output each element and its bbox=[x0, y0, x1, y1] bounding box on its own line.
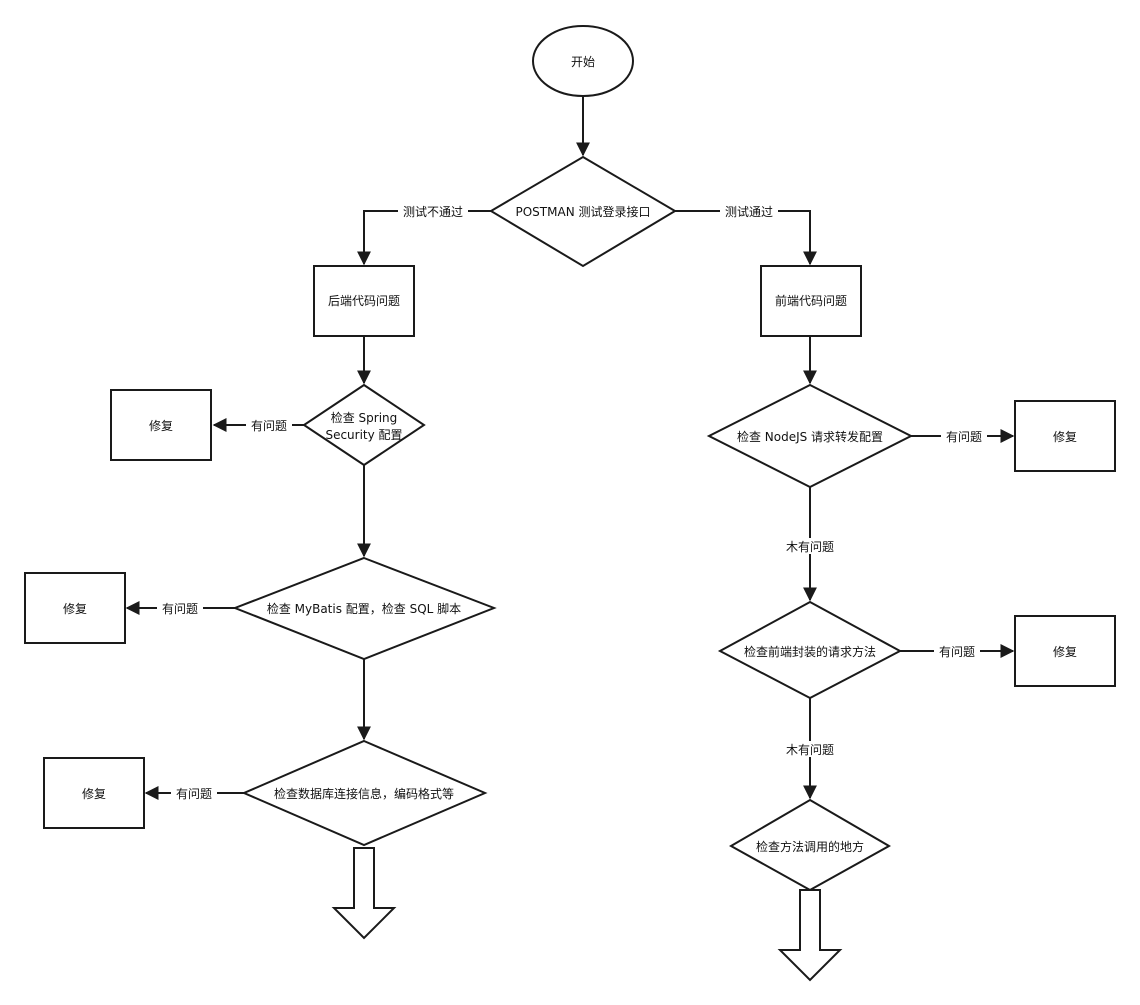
fix-label: 修复 bbox=[1053, 644, 1077, 659]
edge-label-no-issue: 木有问题 bbox=[786, 743, 834, 757]
mybatis-decision: 检查 MyBatis 配置，检查 SQL 脚本 bbox=[232, 556, 497, 661]
start-node: 开始 bbox=[532, 25, 634, 97]
edge-labels: 测试不通过 测试通过 有问题 有问题 有问题 有问题 有问题 木有问题 木有问题 bbox=[157, 203, 987, 801]
callsite-label: 检查方法调用的地方 bbox=[756, 839, 864, 854]
spring-decision: 检查 Spring Security 配置 bbox=[302, 383, 426, 467]
continue-arrow-right bbox=[777, 889, 843, 982]
nodejs-decision: 检查 NodeJS 请求转发配置 bbox=[706, 383, 914, 489]
nodes: 开始 POSTMAN 测试登录接口 后端代码问题 前端代码问题 检查 Sprin… bbox=[24, 25, 1116, 982]
fix-node-spring: 修复 bbox=[110, 389, 212, 461]
edge-label-no-issue: 木有问题 bbox=[786, 540, 834, 554]
continue-arrow-left bbox=[331, 847, 397, 940]
nodejs-label: 检查 NodeJS 请求转发配置 bbox=[737, 429, 883, 444]
wrapped-decision: 检查前端封装的请求方法 bbox=[717, 600, 903, 700]
postman-label: POSTMAN 测试登录接口 bbox=[516, 204, 651, 219]
wrapped-label: 检查前端封装的请求方法 bbox=[744, 644, 876, 659]
frontend-process: 前端代码问题 bbox=[760, 265, 862, 337]
fix-label: 修复 bbox=[63, 601, 87, 616]
fix-label: 修复 bbox=[82, 786, 106, 801]
spring-label-line-2: Security 配置 bbox=[325, 428, 402, 442]
callsite-decision: 检查方法调用的地方 bbox=[728, 798, 892, 892]
edge-label-test-fail: 测试不通过 bbox=[403, 204, 463, 219]
fix-node-wrapped: 修复 bbox=[1014, 615, 1116, 687]
fix-node-mybatis: 修复 bbox=[24, 572, 126, 644]
backend-label: 后端代码问题 bbox=[328, 294, 400, 308]
frontend-label: 前端代码问题 bbox=[775, 293, 847, 308]
edge-label-has-issue: 有问题 bbox=[162, 602, 198, 616]
fix-node-nodejs: 修复 bbox=[1014, 400, 1116, 472]
edge-label-has-issue: 有问题 bbox=[946, 430, 982, 444]
spring-label-line-1: 检查 Spring bbox=[331, 410, 398, 425]
start-label: 开始 bbox=[571, 55, 595, 69]
backend-process: 后端代码问题 bbox=[313, 265, 415, 337]
edge-label-has-issue: 有问题 bbox=[176, 787, 212, 801]
postman-decision: POSTMAN 测试登录接口 bbox=[489, 155, 677, 268]
mybatis-label: 检查 MyBatis 配置，检查 SQL 脚本 bbox=[267, 601, 461, 616]
database-decision: 检查数据库连接信息，编码格式等 bbox=[241, 739, 488, 847]
edge-label-test-pass: 测试通过 bbox=[725, 204, 773, 219]
fix-label: 修复 bbox=[1053, 429, 1077, 444]
edge-label-has-issue: 有问题 bbox=[251, 419, 287, 433]
fix-node-database: 修复 bbox=[43, 757, 145, 829]
database-label: 检查数据库连接信息，编码格式等 bbox=[274, 786, 454, 801]
edge-label-has-issue: 有问题 bbox=[939, 645, 975, 659]
fix-label: 修复 bbox=[149, 418, 173, 433]
